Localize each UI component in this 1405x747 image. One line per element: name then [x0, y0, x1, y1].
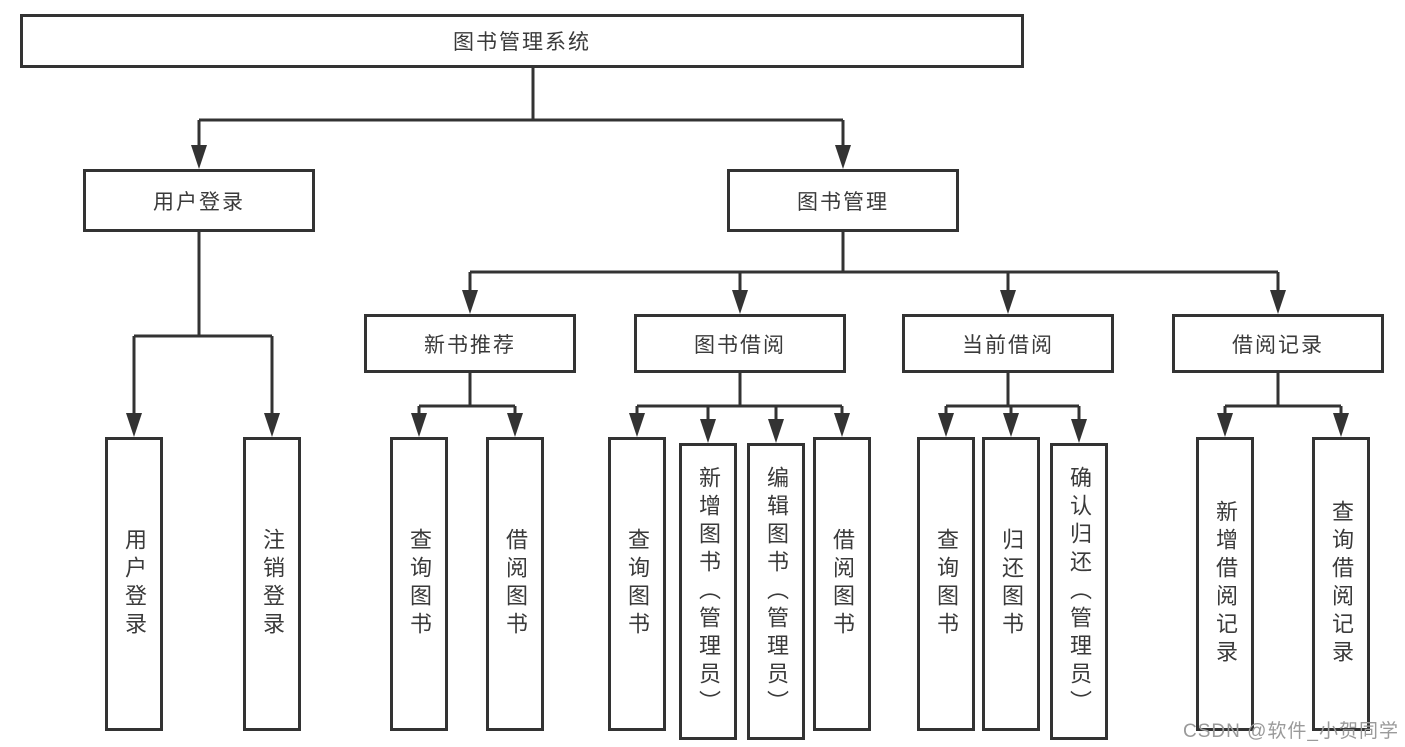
arrow-down-icon: [264, 413, 280, 437]
connector-records-children: [1223, 373, 1343, 418]
arrow-down-icon: [1000, 290, 1016, 314]
node-label: 编辑图书（管理员）: [764, 465, 789, 718]
connector-book-mgmt-children: [468, 232, 1280, 296]
arrow-down-icon: [700, 419, 716, 443]
node-label: 查询图书: [625, 528, 650, 640]
node-label: 注销登录: [260, 528, 285, 640]
node-query-books-recommend: 查询图书: [390, 437, 448, 731]
connector-paths: [132, 68, 1343, 424]
node-label: 归还图书: [999, 528, 1024, 640]
arrow-down-icon: [1217, 413, 1233, 437]
arrow-down-icon: [1003, 413, 1019, 437]
node-new-book-recommend: 新书推荐: [364, 314, 576, 373]
node-book-borrow: 图书借阅: [634, 314, 846, 373]
node-label: 新书推荐: [424, 333, 516, 357]
node-add-books-admin: 新增图书（管理员）: [679, 443, 737, 740]
csdn-watermark: CSDN @软件_小贺同学: [1183, 721, 1399, 742]
connector-current-children: [944, 373, 1081, 424]
connector-borrow-children: [635, 373, 844, 424]
arrow-down-icon: [732, 290, 748, 314]
node-label: 图书管理系统: [453, 31, 591, 54]
node-label: 新增借阅记录: [1213, 500, 1238, 668]
node-borrow-books-recommend: 借阅图书: [486, 437, 544, 731]
connector-recommend-children: [417, 373, 517, 418]
node-query-borrow-record: 查询借阅记录: [1312, 437, 1370, 731]
node-label: 借阅图书: [830, 528, 855, 640]
node-borrow-books-borrow: 借阅图书: [813, 437, 871, 731]
node-label: 用户登录: [153, 190, 245, 214]
node-label: 图书管理: [797, 190, 889, 214]
node-confirm-return-admin: 确认归还（管理员）: [1050, 443, 1108, 740]
node-label: 用户登录: [122, 528, 147, 640]
node-edit-books-admin: 编辑图书（管理员）: [747, 443, 805, 740]
node-user-login-leaf: 用户登录: [105, 437, 163, 731]
arrow-down-icon: [768, 419, 784, 443]
node-query-books-borrow: 查询图书: [608, 437, 666, 731]
arrow-down-icon: [507, 413, 523, 437]
arrow-down-icon: [462, 290, 478, 314]
arrow-down-icon: [834, 413, 850, 437]
node-label: 新增图书（管理员）: [696, 465, 721, 718]
connector-root-to-level2: [197, 68, 845, 150]
arrow-down-icon: [1333, 413, 1349, 437]
node-label: 图书借阅: [694, 333, 786, 357]
node-add-borrow-record: 新增借阅记录: [1196, 437, 1254, 731]
node-logout-leaf: 注销登录: [243, 437, 301, 731]
arrow-down-icon: [191, 145, 207, 169]
node-root: 图书管理系统: [20, 14, 1024, 68]
node-book-management: 图书管理: [727, 169, 959, 232]
arrow-down-icon: [835, 145, 851, 169]
node-label: 当前借阅: [962, 333, 1054, 357]
arrowheads: [126, 145, 1349, 443]
node-label: 查询借阅记录: [1329, 500, 1354, 668]
node-label: 查询图书: [934, 528, 959, 640]
node-user-login: 用户登录: [83, 169, 315, 232]
node-current-borrow: 当前借阅: [902, 314, 1114, 373]
arrow-down-icon: [629, 413, 645, 437]
node-label: 查询图书: [407, 528, 432, 640]
node-return-books: 归还图书: [982, 437, 1040, 731]
arrow-down-icon: [411, 413, 427, 437]
node-query-books-current: 查询图书: [917, 437, 975, 731]
arrow-down-icon: [126, 413, 142, 437]
node-label: 借阅图书: [503, 528, 528, 640]
arrow-down-icon: [1071, 419, 1087, 443]
node-borrow-records: 借阅记录: [1172, 314, 1384, 373]
node-label: 借阅记录: [1232, 333, 1324, 357]
arrow-down-icon: [938, 413, 954, 437]
connector-user-login-children: [132, 232, 274, 418]
node-label: 确认归还（管理员）: [1067, 465, 1092, 718]
arrow-down-icon: [1270, 290, 1286, 314]
